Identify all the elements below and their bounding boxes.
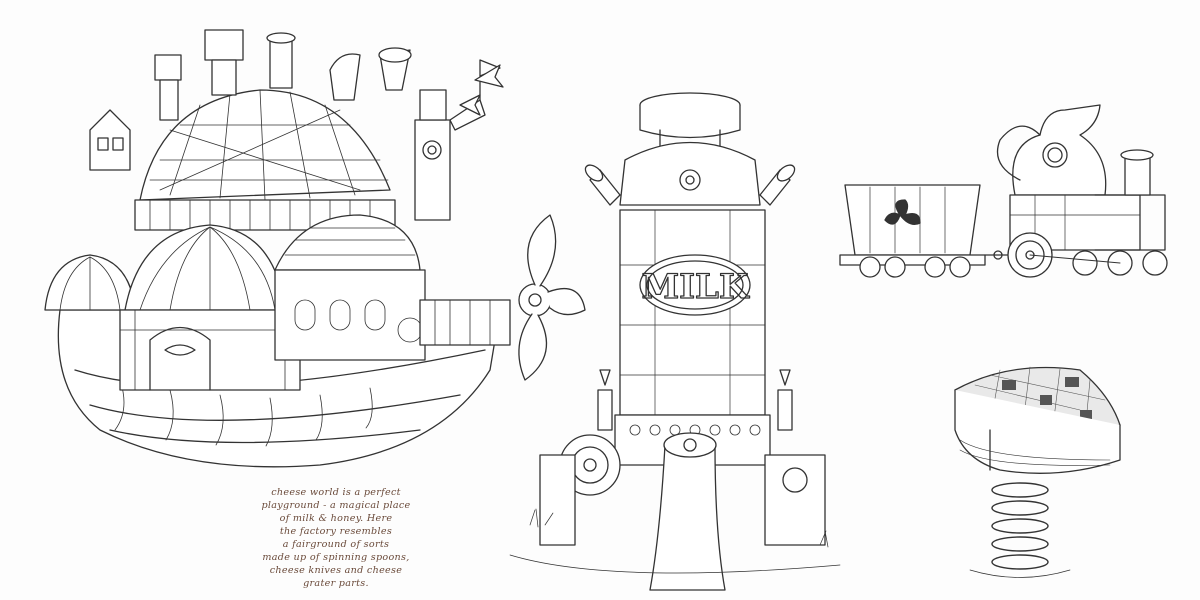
handwritten-note: cheese world is a perfect playground - a… [252, 486, 420, 590]
note-line: made up of spinning spoons, [262, 552, 410, 563]
note-line: grater parts. [303, 578, 369, 589]
note-line: the factory resembles [279, 526, 393, 537]
sponge-spring-sketch [954, 366, 1121, 578]
note-line: cheese world is a perfect [271, 487, 401, 498]
note-line: cheese knives and cheese [269, 565, 403, 576]
note-line: a fairground of sorts [282, 539, 390, 550]
milk-tower-sketch: MILK [509, 92, 841, 591]
note-line: of milk & honey. Here [279, 513, 393, 524]
note-line: playground - a magical place [261, 500, 411, 511]
airship-sketch [44, 29, 586, 468]
milk-sign: MILK [642, 267, 750, 307]
jug-train-sketch [839, 104, 1168, 278]
